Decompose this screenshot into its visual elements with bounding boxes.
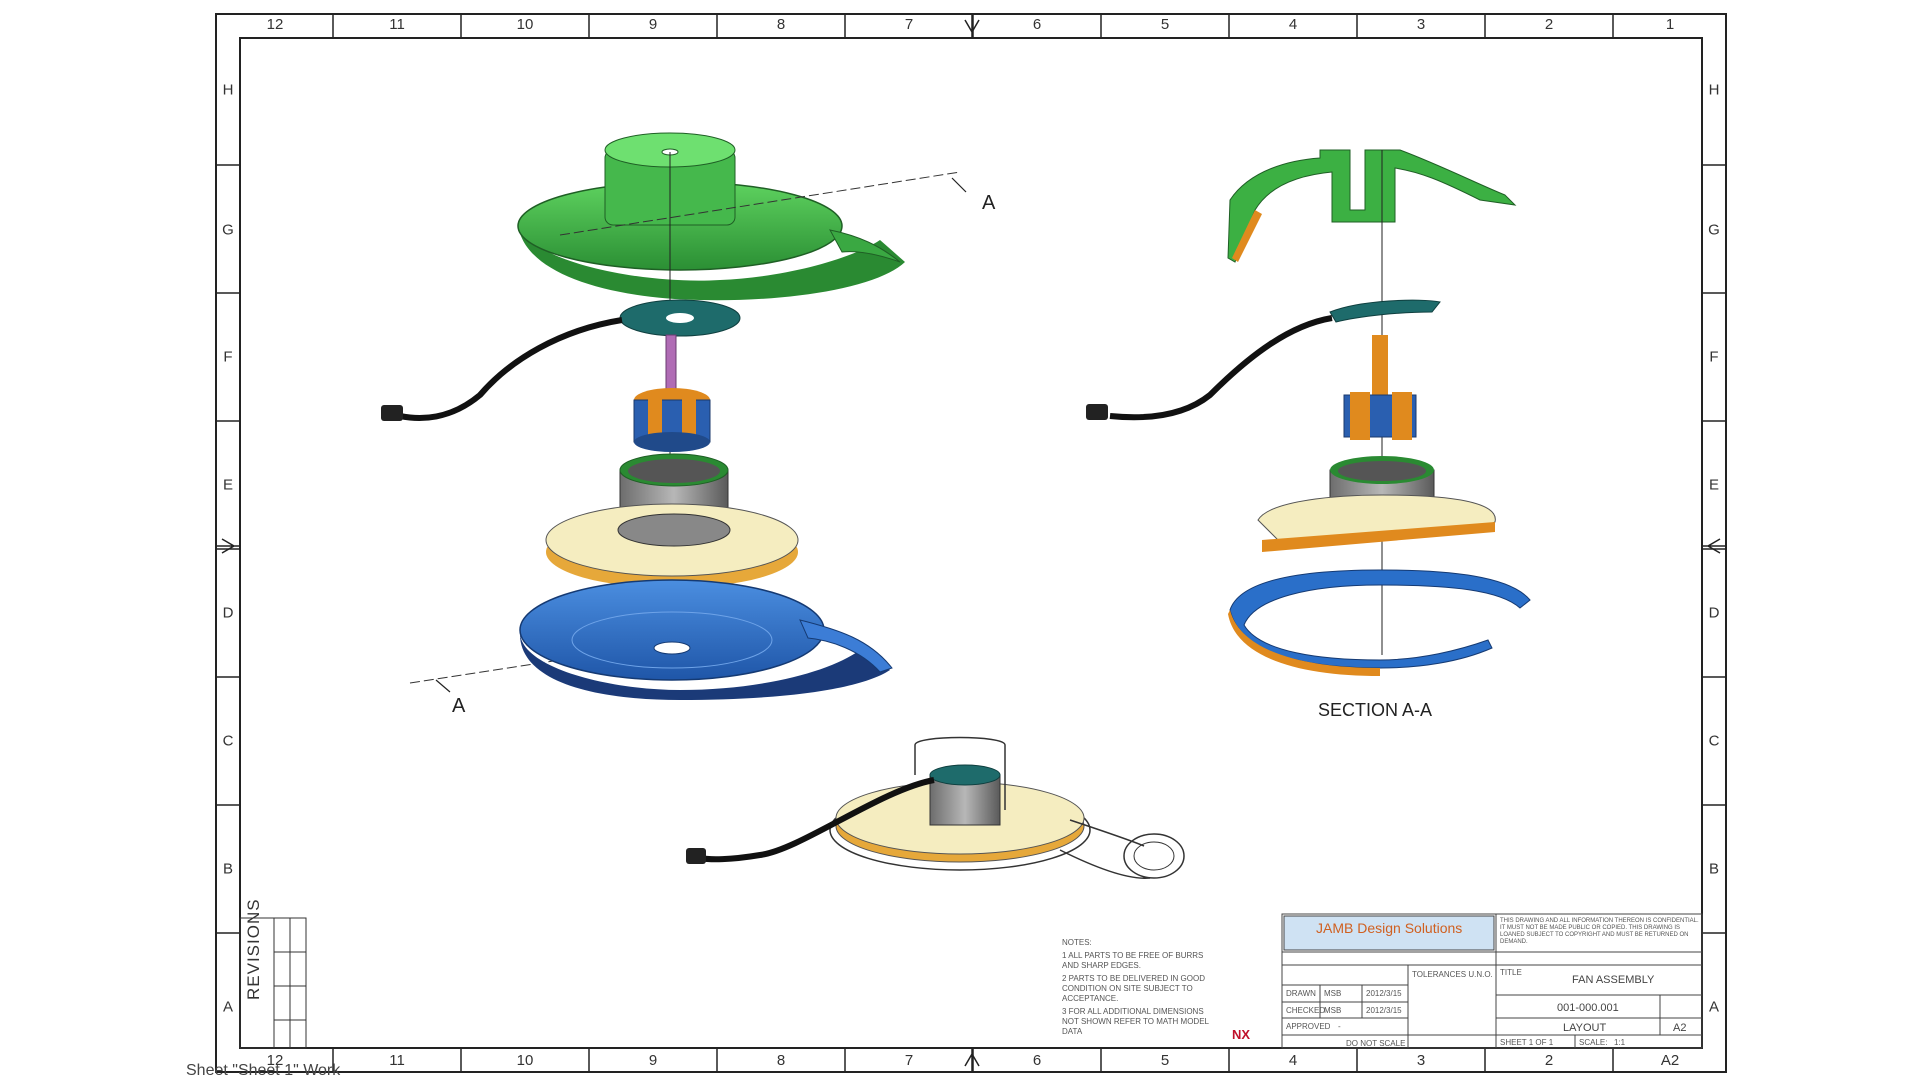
- base-plate: [545, 503, 799, 588]
- zone-bottom-11: 11: [389, 1052, 405, 1069]
- revisions-label: REVISIONS: [244, 898, 263, 1000]
- sheet-status-text: Sheet "Sheet 1" Work: [186, 1062, 341, 1079]
- drawn-date: 2012/3/15: [1366, 989, 1402, 998]
- drawing-description: LAYOUT: [1563, 1022, 1607, 1034]
- zone-right-e: E: [1708, 476, 1720, 494]
- title-label: TITLE: [1500, 968, 1522, 977]
- shaft: [665, 334, 677, 391]
- zone-dividers: [216, 14, 1726, 1072]
- zone-top-8: 8: [776, 16, 786, 33]
- zone-bottom-12: 12: [266, 1052, 284, 1069]
- zone-right-h: H: [1708, 81, 1720, 99]
- approved-by: -: [1338, 1022, 1341, 1031]
- zone-top-4: 4: [1288, 16, 1298, 33]
- sheet-of: SHEET 1 OF 1: [1500, 1038, 1554, 1047]
- cable: [399, 317, 623, 421]
- section-marker-top: A: [982, 192, 996, 214]
- section-title: SECTION A-A: [1318, 700, 1433, 720]
- zone-left-f: F: [223, 348, 233, 366]
- zone-bottom-7: 7: [904, 1052, 914, 1069]
- checked-date: 2012/3/15: [1366, 1006, 1402, 1015]
- note-item: 2 PARTS TO BE DELIVERED IN GOOD CONDITIO…: [1062, 974, 1206, 1003]
- nx-logo: NX: [1232, 1027, 1251, 1042]
- drawn-label: DRAWN: [1286, 989, 1316, 998]
- exploded-view: [381, 132, 967, 700]
- section-plate: [1257, 494, 1496, 552]
- zone-right-c: C: [1708, 732, 1720, 750]
- zone-top-1: 1: [1665, 16, 1675, 33]
- centering-marks: [216, 14, 1726, 1072]
- company-name: JAMB Design Solutions: [1316, 920, 1463, 936]
- zone-bottom-6: 6: [1032, 1052, 1042, 1069]
- tolerances-label: TOLERANCES U.N.O.: [1412, 970, 1493, 979]
- scale-value: 1:1: [1614, 1038, 1626, 1047]
- zone-bottom-10: 10: [516, 1052, 534, 1069]
- section-pcb: [1329, 299, 1441, 323]
- revision-box: [239, 917, 307, 1049]
- zone-left-a: A: [222, 998, 234, 1016]
- drawing-number: 001-000.001: [1557, 1002, 1619, 1014]
- zone-top-2: 2: [1544, 16, 1554, 33]
- assembled-view: [686, 736, 1185, 879]
- drawn-by: MSB: [1324, 989, 1342, 998]
- section-bottom-housing: [1228, 569, 1531, 676]
- section-line: [559, 171, 961, 236]
- bottom-housing: [519, 579, 893, 700]
- notes: NOTES: 1 ALL PARTS TO BE FREE OF BURRS A…: [1062, 938, 1212, 1040]
- checked-label: CHECKED: [1286, 1006, 1326, 1015]
- confidential-text: THIS DRAWING AND ALL INFORMATION THEREON…: [1500, 918, 1699, 945]
- section-marker-bottom: A: [452, 695, 466, 717]
- do-not-scale: DO NOT SCALE: [1346, 1039, 1406, 1048]
- zone-bottom-8: 8: [776, 1052, 786, 1069]
- zone-left-g: G: [222, 221, 234, 239]
- zone-bottom-a2: A2: [1660, 1052, 1680, 1069]
- zone-right-f: F: [1709, 348, 1719, 366]
- zone-top-11: 11: [389, 16, 405, 33]
- zone-bottom-5: 5: [1160, 1052, 1170, 1069]
- inner-frame: [239, 37, 1703, 1049]
- zone-left-e: E: [222, 476, 234, 494]
- section-cable: [1109, 315, 1333, 421]
- section-stator: [1343, 335, 1417, 440]
- scale-label: SCALE:: [1579, 1038, 1608, 1047]
- zone-right-g: G: [1708, 221, 1720, 239]
- zone-left-d: D: [222, 604, 234, 622]
- zone-bottom-3: 3: [1416, 1052, 1426, 1069]
- zone-top-10: 10: [516, 16, 534, 33]
- zone-top-5: 5: [1160, 16, 1170, 33]
- zone-left-h: H: [222, 81, 234, 99]
- checked-by: MSB: [1324, 1006, 1342, 1015]
- drawing-title: FAN ASSEMBLY: [1572, 974, 1655, 986]
- zone-bottom-9: 9: [648, 1052, 658, 1069]
- zone-top-3: 3: [1416, 16, 1426, 33]
- zone-top-7: 7: [904, 16, 914, 33]
- zone-right-b: B: [1708, 860, 1720, 878]
- zone-left-b: B: [222, 860, 234, 878]
- zone-left-c: C: [222, 732, 234, 750]
- zone-bottom-2: 2: [1544, 1052, 1554, 1069]
- stator: [633, 388, 711, 452]
- section-view: [1086, 149, 1531, 676]
- zone-right-a: A: [1708, 998, 1720, 1016]
- note-item: 3 FOR ALL ADDITIONAL DIMENSIONS NOT SHOW…: [1062, 1007, 1209, 1036]
- zone-top-9: 9: [648, 16, 658, 33]
- title-block: [1281, 913, 1703, 1049]
- outer-frame: [215, 13, 1727, 1073]
- zone-bottom-4: 4: [1288, 1052, 1298, 1069]
- zone-right-d: D: [1708, 604, 1720, 622]
- note-item: 1 ALL PARTS TO BE FREE OF BURRS AND SHAR…: [1062, 951, 1204, 970]
- approved-label: APPROVED: [1286, 1022, 1331, 1031]
- notes-title: NOTES:: [1062, 938, 1092, 947]
- sheet-size: A2: [1673, 1022, 1687, 1034]
- zone-top-6: 6: [1032, 16, 1042, 33]
- top-housing: [517, 132, 905, 640]
- zone-top-12: 12: [266, 16, 284, 33]
